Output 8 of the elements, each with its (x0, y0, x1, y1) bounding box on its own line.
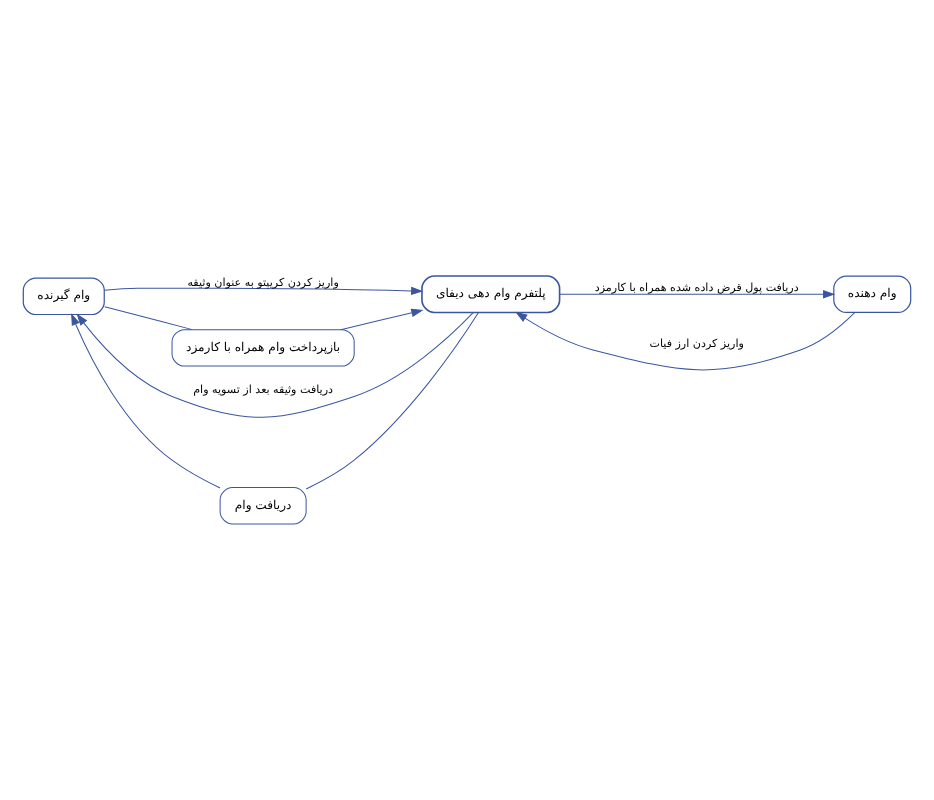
arrow (515, 311, 856, 371)
connector (305, 312, 480, 490)
arrow (340, 308, 424, 331)
connector (104, 306, 193, 331)
arrow (559, 290, 836, 299)
arrow (76, 312, 474, 418)
arrow (104, 286, 424, 296)
arrow (71, 313, 221, 489)
